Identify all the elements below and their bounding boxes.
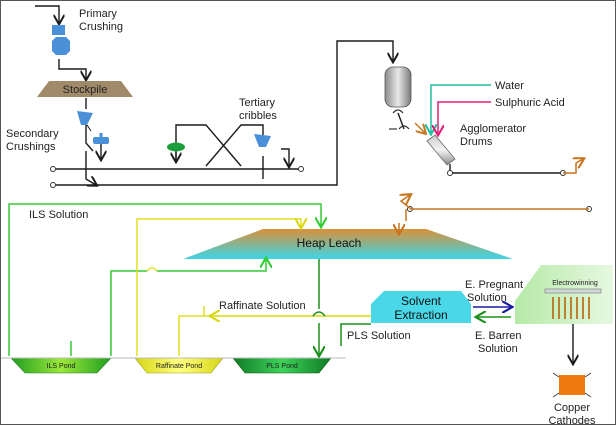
water-line [431,84,491,133]
pls-solution-lines [312,259,371,355]
feeder-icon [52,25,65,35]
label-electrowinning: Electrowinning [552,280,598,287]
label-e-pregnant-2: Solution [467,292,507,304]
label-tertiary-cribbles-1: Tertiary [239,97,276,109]
label-raffinate-solution: Raffinate Solution [219,300,306,312]
raffinate-solution-lines [136,219,381,356]
stockpile-shape [37,81,133,97]
secondary-crusher-icon [77,111,93,125]
label-sulphuric-acid: Sulphuric Acid [495,97,565,109]
label-secondary-crushings-1: Secondary [6,128,59,140]
label-solvent-extraction-2: Extraction [394,308,447,322]
label-tertiary-cribbles-2: cribbles [239,110,277,122]
label-stockpile: Stockpile [63,84,108,96]
label-e-barren-2: Solution [478,343,518,355]
label-pls-solution: PLS Solution [347,330,411,342]
label-ils-solution: ILS Solution [29,209,88,221]
heap-leach [183,229,513,259]
tertiary-crusher-icon [254,134,271,147]
label-copper-cathodes-1: Copper [554,402,590,414]
label-secondary-crushings-2: Crushings [6,141,56,153]
primary-crusher-icon [52,37,70,55]
screen-icon [93,137,109,144]
label-raffinate-pond: Raffinate Pond [156,363,202,370]
sulphuric-acid-line [438,101,491,134]
label-agglomerator-drums-2: Drums [460,136,493,148]
agglomerate-lines [401,159,589,221]
label-solvent-extraction-1: Solvent [401,294,442,308]
agglomerator-drum [426,134,456,166]
label-ils-pond: ILS Pond [47,363,76,370]
label-e-barren-1: E. Barren [475,330,521,342]
label-primary-crushing-2: Crushing [79,21,123,33]
label-heap-leach: Heap Leach [297,236,362,250]
cribble-green-icon [167,142,185,152]
label-water: Water [495,80,524,92]
label-copper-cathodes-2: Cathodes [548,415,596,426]
label-agglomerator-drums-1: Agglomerator [460,123,526,135]
solvent-extraction-unit [371,291,471,323]
label-e-pregnant-1: E. Pregnant [465,279,523,291]
ils-solution-lines [8,203,321,356]
label-primary-crushing-1: Primary [79,8,117,20]
agglomerator-vessel [384,66,412,130]
electrowinning-cell [515,265,613,324]
label-pls-pond: PLS Pond [266,363,298,370]
copper-cathodes-box [552,372,592,398]
